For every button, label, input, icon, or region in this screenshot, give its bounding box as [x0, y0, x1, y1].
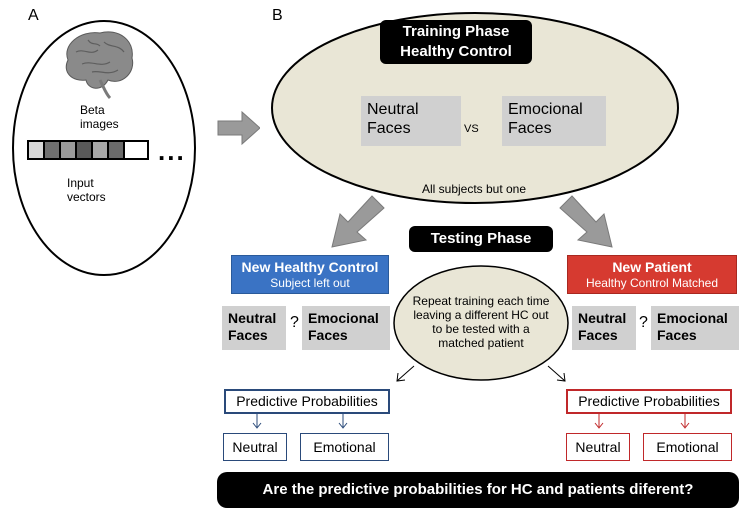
training-emotional-faces: Emocional Faces: [502, 96, 606, 146]
right-predictive-probabilities: Predictive Probabilities: [566, 389, 732, 414]
arrow-to-hc-icon: [331, 195, 385, 248]
training-neutral-faces: Neutral Faces: [361, 96, 461, 146]
new-patient-subtitle: Healthy Control Matched: [585, 276, 719, 290]
training-vs: VS: [464, 123, 479, 135]
right-emotional-line1: Emocional: [657, 310, 728, 326]
testing-phase-title: Testing Phase: [409, 226, 553, 252]
training-title-line1: Training Phase: [402, 23, 510, 40]
training-neutral-line2: Faces: [367, 120, 411, 137]
repeat-line2: leaving a different HC out: [413, 308, 549, 322]
training-footer: All subjects but one: [421, 182, 527, 196]
repeat-line4: matched patient: [438, 336, 524, 350]
right-neutral-faces: Neutral Faces: [572, 306, 636, 350]
input-line2: vectors: [67, 190, 106, 204]
left-predictive-probabilities: Predictive Probabilities: [224, 389, 390, 414]
left-emotional-faces: Emocional Faces: [302, 306, 390, 350]
training-title-line2: Healthy Control: [400, 43, 512, 60]
vector-dots: ...: [158, 136, 186, 166]
beta-line1: Beta: [80, 103, 105, 117]
training-neutral-line1: Neutral: [367, 101, 419, 118]
left-neutral-faces: Neutral Faces: [222, 306, 286, 350]
brain-icon: [65, 31, 134, 100]
right-neutral-line1: Neutral: [578, 310, 627, 326]
right-emotional-faces: Emocional Faces: [651, 306, 739, 350]
arrow-repeat-right-icon: [547, 365, 566, 382]
beta-line2: images: [80, 117, 119, 131]
arrow-right-emotional-icon: [680, 414, 690, 429]
right-neutral-result: Neutral: [566, 433, 630, 461]
arrow-left-neutral-icon: [252, 414, 262, 429]
new-hc-title: New Healthy Control: [241, 259, 379, 275]
left-question-mark: ?: [290, 314, 299, 331]
input-vectors-label: Input vectors: [67, 176, 106, 204]
arrow-repeat-left-icon: [396, 365, 415, 382]
repeat-line3: to be tested with a: [432, 322, 530, 336]
new-hc-box: New Healthy Control Subject left out: [231, 255, 389, 294]
right-question-mark: ?: [639, 314, 648, 331]
arrow-right-neutral-icon: [594, 414, 604, 429]
left-emotional-line2: Faces: [308, 327, 348, 343]
new-patient-title: New Patient: [612, 259, 692, 275]
training-emotional-line1: Emocional: [508, 101, 583, 118]
input-vector-icon: [27, 140, 149, 160]
arrow-to-patient-icon: [559, 195, 613, 248]
left-neutral-result: Neutral: [223, 433, 287, 461]
arrow-a-to-b-icon: [217, 110, 260, 146]
left-emotional-line1: Emocional: [308, 310, 379, 326]
repeat-ellipse: [393, 265, 569, 381]
input-line1: Input: [67, 176, 94, 190]
right-neutral-line2: Faces: [578, 327, 618, 343]
new-hc-subtitle: Subject left out: [270, 276, 350, 290]
left-emotional-result: Emotional: [300, 433, 389, 461]
panel-a-label: A: [28, 7, 39, 24]
right-emotional-line2: Faces: [657, 327, 697, 343]
beta-images-label: Beta images: [80, 103, 119, 131]
panel-b-label: B: [272, 7, 283, 24]
question-banner: Are the predictive probabilities for HC …: [217, 472, 739, 508]
new-patient-box: New Patient Healthy Control Matched: [567, 255, 737, 294]
right-emotional-result: Emotional: [643, 433, 732, 461]
training-ellipse: [271, 12, 679, 204]
left-neutral-line2: Faces: [228, 327, 268, 343]
arrow-left-emotional-icon: [338, 414, 348, 429]
training-phase-title: Training Phase Healthy Control: [380, 20, 532, 64]
panel-a-graphics: [12, 20, 260, 276]
training-emotional-line2: Faces: [508, 120, 552, 137]
repeat-line1: Repeat training each time: [412, 294, 550, 308]
repeat-text: Repeat training each time leaving a diff…: [398, 294, 564, 350]
left-neutral-line1: Neutral: [228, 310, 277, 326]
